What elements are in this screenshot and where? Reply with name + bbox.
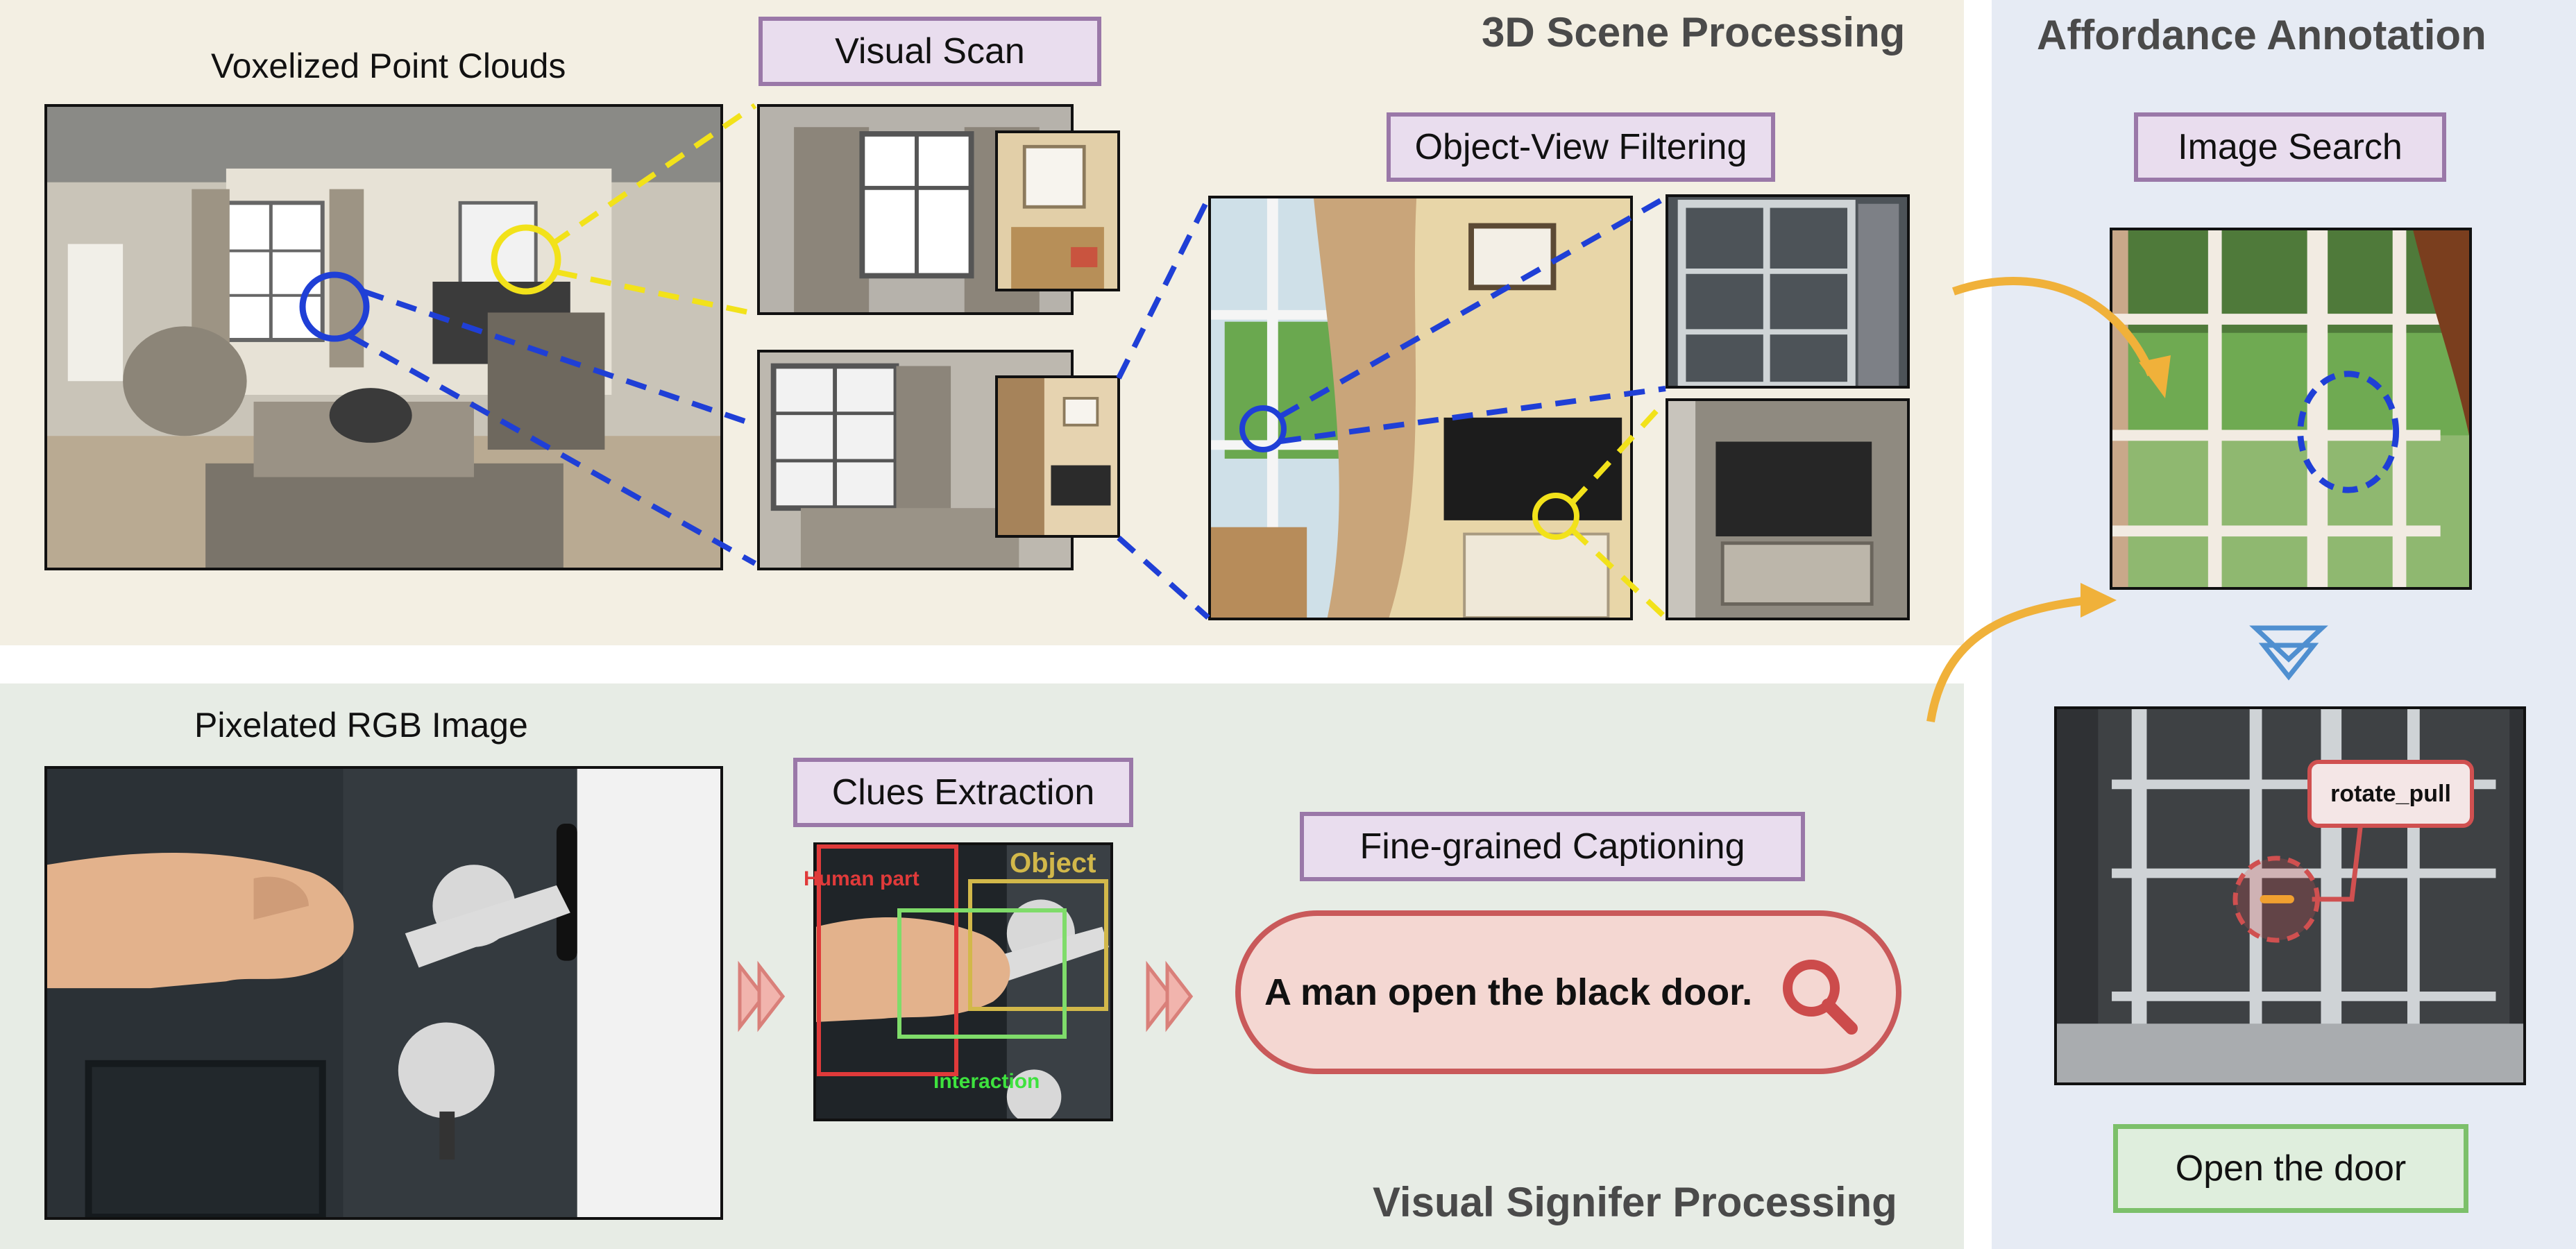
signifier-processing-title: Visual Signifer Processing (1373, 1178, 1897, 1226)
open-the-door-box: Open the door (2113, 1124, 2468, 1213)
affordance-annotation-title: Affordance Annotation (2037, 11, 2486, 59)
object-label: Object (1010, 848, 1096, 879)
search-icon (1777, 953, 1860, 1037)
image-search-window-photo (2110, 228, 2472, 590)
visual-scan-photo-inset-1 (995, 130, 1120, 291)
visual-scan-photo-inset-2 (995, 375, 1120, 538)
rotate-pull-label: rotate_pull (2307, 760, 2474, 828)
voxelized-label: Voxelized Point Clouds (211, 46, 566, 86)
object-view-photo (1208, 196, 1633, 620)
object-view-tv-pointcloud (1666, 398, 1910, 620)
visual-scan-tag: Visual Scan (759, 17, 1101, 86)
object-view-window-pointcloud (1666, 194, 1910, 389)
clues-extraction-tag: Clues Extraction (793, 758, 1133, 827)
voxelized-point-cloud-image (44, 104, 723, 570)
fine-grained-captioning-tag: Fine-grained Captioning (1300, 812, 1805, 881)
scene-processing-title: 3D Scene Processing (1482, 8, 1905, 56)
pixelated-rgb-door-image (44, 766, 723, 1220)
caption-bubble: A man open the black door. (1235, 910, 1901, 1074)
caption-text: A man open the black door. (1264, 971, 1752, 1014)
pixelated-label: Pixelated RGB Image (194, 705, 528, 745)
interaction-label: Interaction (933, 1070, 1040, 1094)
image-search-tag: Image Search (2134, 112, 2446, 182)
human-part-label: Human part (804, 867, 920, 891)
object-view-filtering-tag: Object-View Filtering (1387, 112, 1775, 182)
